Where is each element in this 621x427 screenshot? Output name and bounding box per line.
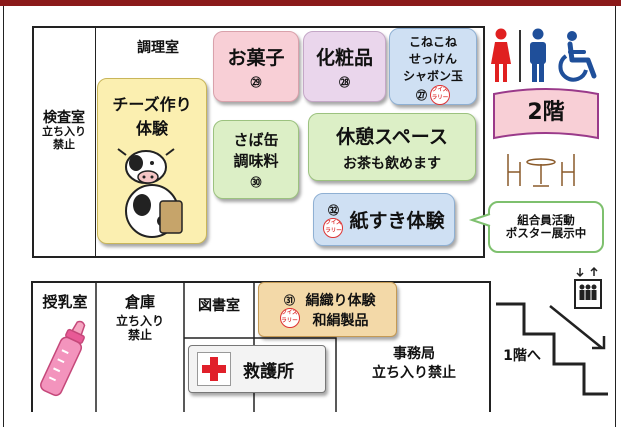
room-silk-text: 絹織り体験 和絹製品 — [306, 290, 376, 330]
room-rest-name: 休憩スペース — [336, 125, 448, 148]
poster-line2: ポスター展示中 — [505, 226, 587, 240]
room-rest: 休憩スペース お茶も飲めます — [308, 113, 476, 181]
room-okashi-num: ㉙ — [250, 76, 262, 89]
room-chouri: 調理室 — [118, 40, 198, 56]
room-paper-num: ㉜ — [327, 203, 339, 217]
room-soap: こねこね せっけん シャボン玉 ㉗ クイズラリー — [389, 28, 477, 105]
floor-label: 2階 — [527, 100, 565, 125]
room-kensa-name: 検査室 — [43, 110, 85, 126]
room-soap-line2: せっけん — [408, 52, 457, 66]
room-okashi-name: お菓子 — [227, 47, 285, 69]
room-soap-line1: こねこね — [408, 35, 457, 49]
room-kensa-note2: 禁止 — [53, 137, 75, 151]
room-rest-note: お茶も飲めます — [343, 155, 441, 172]
baby-bottle-icon — [40, 320, 86, 397]
room-souko-name: 倉庫 — [124, 293, 155, 311]
room-silk: ㉛ クイズラリー 絹織り体験 和絹製品 — [258, 282, 397, 337]
room-soap-num: ㉗ — [416, 89, 427, 102]
room-paper: ㉜ クイズラリー 紙すき体験 — [313, 193, 455, 246]
top-accent — [0, 0, 621, 6]
poster-callout: 組合員活動 ポスター展示中 — [488, 201, 604, 253]
quiz-badge-silk: クイズラリー — [279, 307, 300, 328]
room-paper-badges: ㉜ クイズラリー — [323, 202, 344, 238]
elevator-icon — [574, 266, 602, 309]
room-soap-badges: ㉗ クイズラリー — [416, 85, 450, 105]
quiz-badge-paper: クイズラリー — [323, 217, 344, 238]
stairs-arrow-icon — [496, 302, 608, 396]
room-okashi: お菓子 ㉙ — [213, 31, 299, 102]
room-souko: 倉庫 立ち入り 禁止 — [98, 293, 182, 343]
room-keshou: 化粧品 ㉘ — [303, 31, 386, 102]
room-cheese-line2: 体験 — [135, 119, 168, 138]
side-line — [3, 6, 4, 427]
room-silk-line1: 絹織り体験 — [305, 292, 376, 309]
room-junyu-name: 授乳室 — [42, 293, 88, 311]
side-line-right — [615, 6, 616, 427]
poster-callout-pointer — [468, 213, 491, 227]
room-souko-note2: 禁止 — [127, 328, 152, 343]
room-paper-name: 紙すき体験 — [349, 210, 445, 232]
room-saba-line1: さば缶 — [233, 131, 279, 149]
cow-icon — [117, 148, 183, 238]
room-kensa-note: 立ち入り — [42, 125, 86, 139]
kensa-divider — [95, 26, 97, 258]
quiz-badge-soap: クイズラリー — [430, 85, 450, 105]
red-cross-icon — [197, 352, 231, 386]
cafe-table-icon — [507, 154, 575, 187]
room-saba: さば缶 調味料 ㉚ — [213, 120, 299, 199]
stairs-label: 1階へ — [503, 348, 541, 364]
room-keshou-num: ㉘ — [339, 76, 350, 89]
restroom-male-icon — [530, 28, 546, 82]
room-tosho-name: 図書室 — [198, 298, 240, 314]
room-junyu: 授乳室 — [34, 293, 96, 311]
room-silk-line2: 和絹製品 — [312, 312, 369, 329]
room-kyugo-name: 救護所 — [243, 361, 294, 382]
room-kensa: 検査室 立ち入り 禁止 — [34, 110, 94, 151]
room-kyugo: 救護所 — [188, 345, 326, 393]
restroom-female-icon — [491, 28, 511, 82]
room-souko-note: 立ち入り — [115, 314, 164, 329]
room-keshou-name: 化粧品 — [315, 47, 373, 69]
room-cheese-line1: チーズ作り — [112, 95, 192, 114]
floor-banner — [493, 88, 599, 140]
restroom-divider — [519, 30, 521, 82]
room-jimu-name: 事務局 — [393, 346, 435, 362]
room-jimu-note: 立ち入り禁止 — [372, 365, 456, 382]
room-cheese: チーズ作り 体験 — [97, 78, 207, 244]
upper-block-outline — [32, 26, 485, 258]
room-silk-badges: ㉛ クイズラリー — [279, 292, 300, 328]
wheelchair-icon — [558, 31, 597, 82]
poster-line1: 組合員活動 — [517, 212, 575, 227]
room-jimu: 事務局 立ち入り禁止 — [344, 346, 484, 381]
room-silk-num: ㉛ — [284, 293, 295, 307]
room-saba-num: ㉚ — [250, 176, 262, 189]
room-soap-line3: シャボン玉 — [402, 69, 463, 83]
room-saba-line2: 調味料 — [233, 152, 279, 170]
room-chouri-name: 調理室 — [137, 40, 179, 56]
room-tosho: 図書室 — [186, 298, 252, 314]
